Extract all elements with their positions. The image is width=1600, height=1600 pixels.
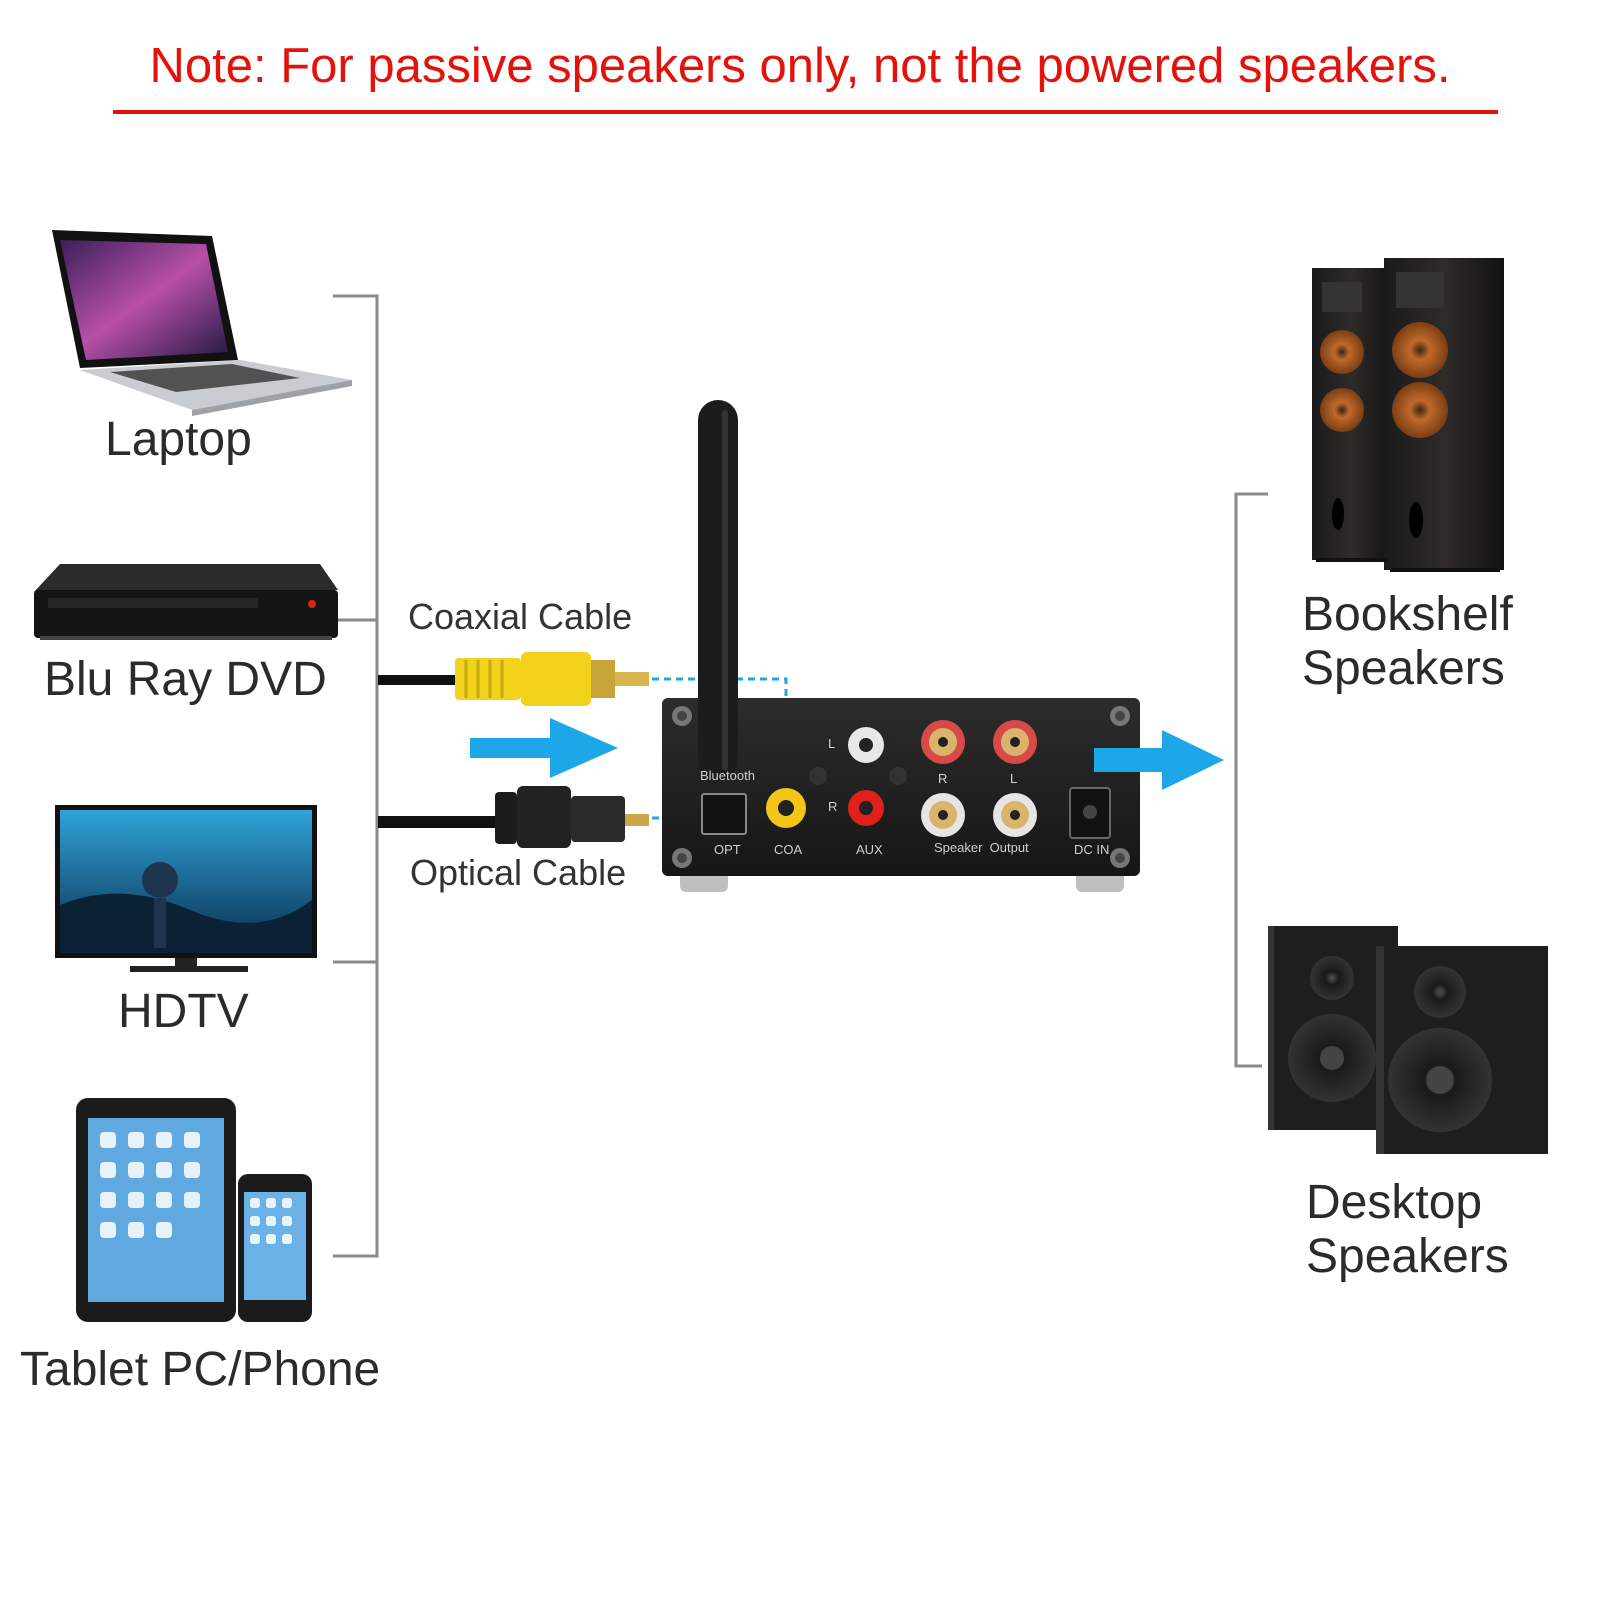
coaxial-cable	[378, 652, 649, 706]
output-label-desktop: Desktop Speakers	[1306, 1176, 1509, 1284]
speaker-r-label: R	[938, 771, 947, 786]
note-underline	[113, 110, 1498, 114]
note-text: Note: For passive speakers only, not the…	[149, 39, 1451, 93]
output-label-bookshelf: Bookshelf Speakers	[1302, 588, 1513, 696]
source-label-tablet-phone: Tablet PC/Phone	[20, 1343, 381, 1396]
optical-cable-label: Optical Cable	[410, 852, 627, 893]
source-label-hdtv: HDTV	[118, 985, 249, 1038]
coaxial-cable-label: Coaxial Cable	[408, 596, 633, 637]
coa-label: COA	[774, 842, 803, 857]
tv-icon	[55, 805, 317, 972]
tower-speaker-icon	[1312, 258, 1504, 572]
bluray-player-icon	[34, 564, 338, 640]
laptop-icon	[52, 230, 352, 416]
output-arrow	[1094, 730, 1224, 790]
output-label-bookshelf-line1: Bookshelf	[1302, 588, 1513, 641]
optical-cable	[378, 786, 649, 848]
opt-label: OPT	[714, 842, 741, 857]
bluetooth-label: Bluetooth	[700, 768, 755, 783]
speaker-l-label: L	[1010, 771, 1017, 786]
output-label-bookshelf-line2: Speakers	[1302, 642, 1505, 695]
dc-in-label: DC IN	[1074, 842, 1109, 857]
speaker-output-label: Speaker Output	[934, 840, 1029, 855]
output-bracket	[1234, 492, 1268, 1068]
aux-l-label: L	[828, 736, 835, 751]
source-bracket	[333, 294, 495, 1258]
aux-label: AUX	[856, 842, 883, 857]
source-label-laptop: Laptop	[105, 413, 252, 466]
aux-r-label: R	[828, 799, 837, 814]
output-label-desktop-line2: Speakers	[1306, 1230, 1509, 1283]
desktop-speaker-icon	[1268, 926, 1548, 1154]
tablet-phone-icon	[76, 1098, 312, 1322]
source-label-bluray: Blu Ray DVD	[44, 653, 327, 706]
amplifier-unit: Bluetooth OPT COA AUX L R R L Speaker Ou…	[662, 400, 1140, 892]
input-arrow	[470, 718, 618, 778]
output-label-desktop-line1: Desktop	[1306, 1176, 1483, 1229]
